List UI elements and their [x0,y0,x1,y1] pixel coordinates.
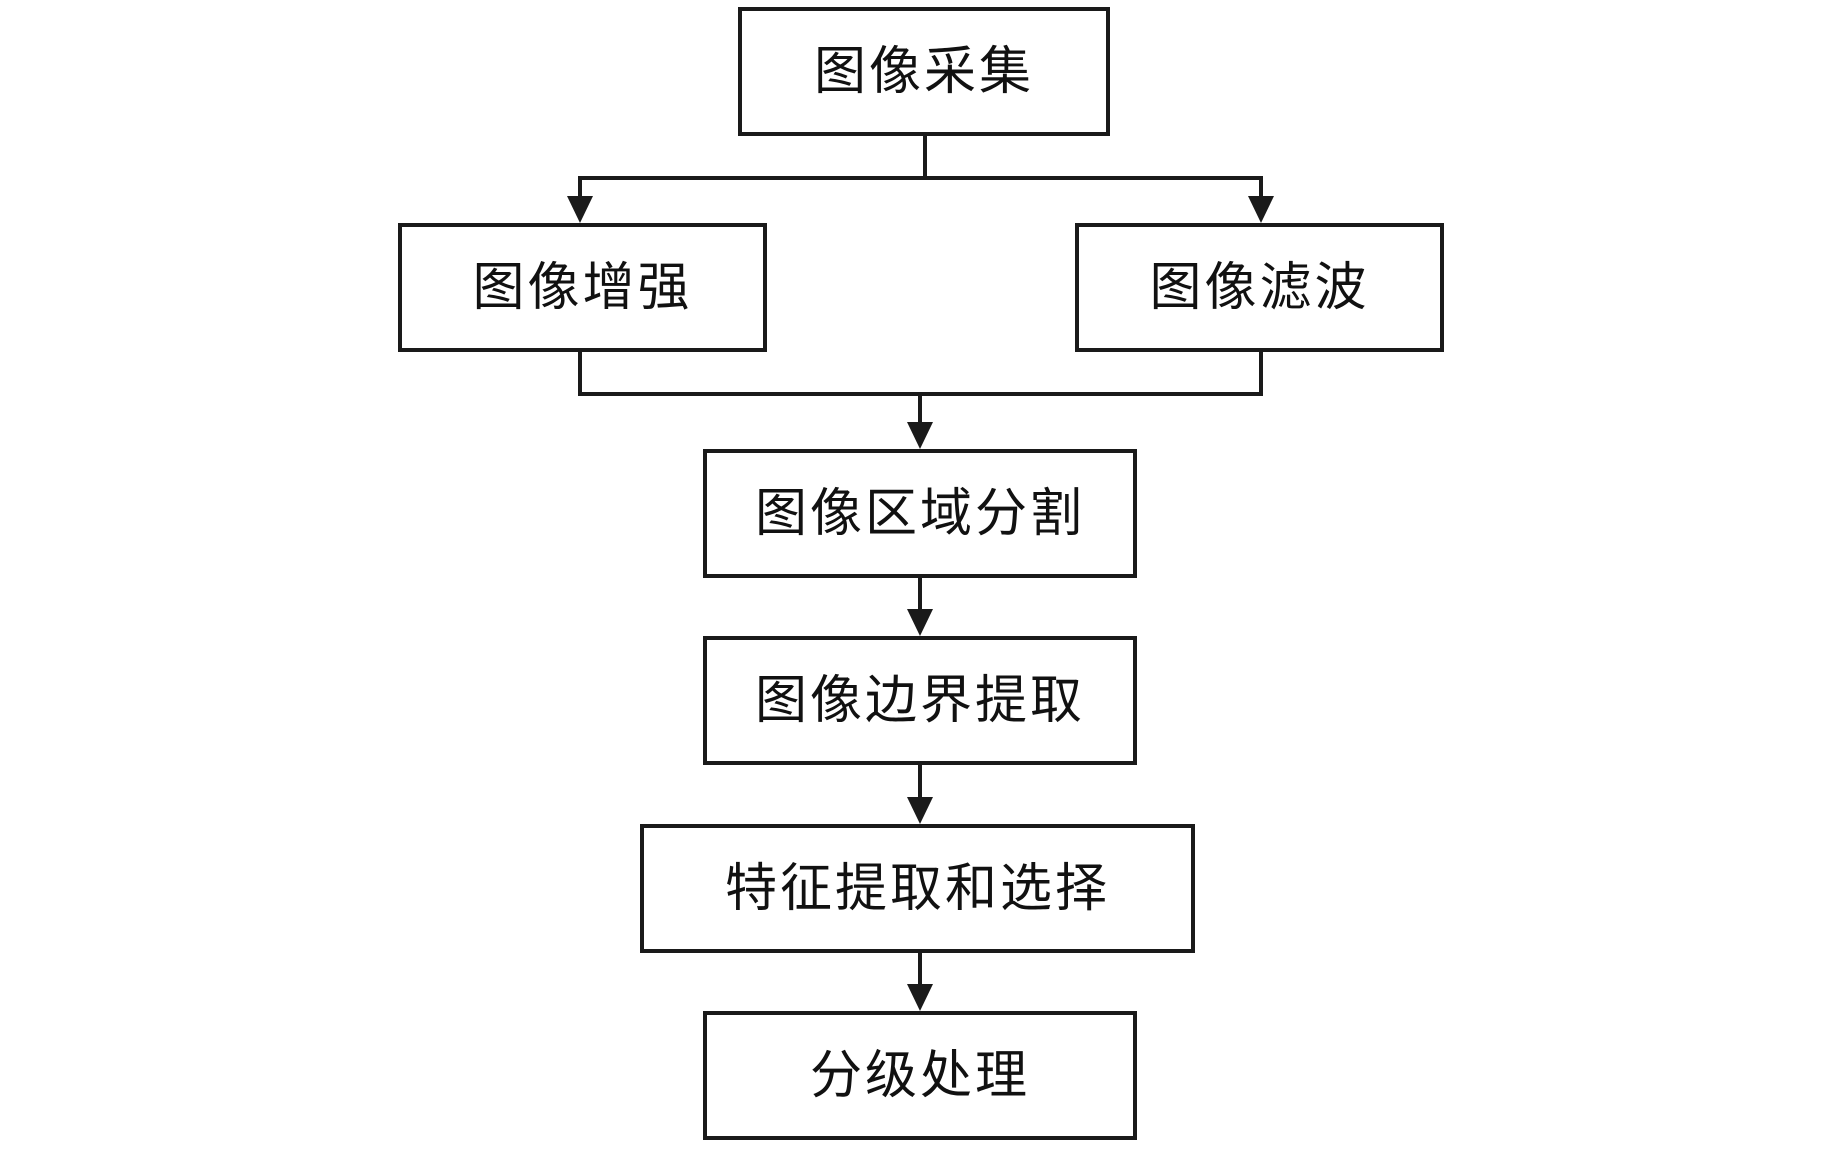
edge-acquisition-to-filtering [925,176,1263,200]
node-label: 分级处理 [809,1045,1030,1106]
edge-filtering-to-segmentation [918,352,1263,425]
node-feature-extraction-selection: 特征提取和选择 [640,824,1195,953]
node-label: 图像边界提取 [754,670,1085,731]
arrowhead-edge-extraction [907,609,933,636]
arrowhead-segmentation [907,422,933,449]
node-image-filtering: 图像滤波 [1075,223,1444,352]
node-label: 特征提取和选择 [724,858,1110,919]
node-image-edge-extraction: 图像边界提取 [703,636,1137,765]
edge-enhancement-to-segmentation [578,352,920,396]
node-label: 图像增强 [472,257,693,318]
node-label: 图像采集 [813,41,1034,102]
node-grading-processing: 分级处理 [703,1011,1137,1140]
arrowhead-enhancement [567,196,593,223]
arrowhead-feature-selection [907,797,933,824]
arrowhead-filtering [1248,196,1274,223]
arrowhead-grading [907,984,933,1011]
node-label: 图像滤波 [1149,257,1370,318]
node-label: 图像区域分割 [754,483,1085,544]
edge-acquisition-to-enhancement [578,136,927,200]
node-image-enhancement: 图像增强 [398,223,767,352]
node-image-region-segmentation: 图像区域分割 [703,449,1137,578]
node-image-acquisition: 图像采集 [738,7,1110,136]
